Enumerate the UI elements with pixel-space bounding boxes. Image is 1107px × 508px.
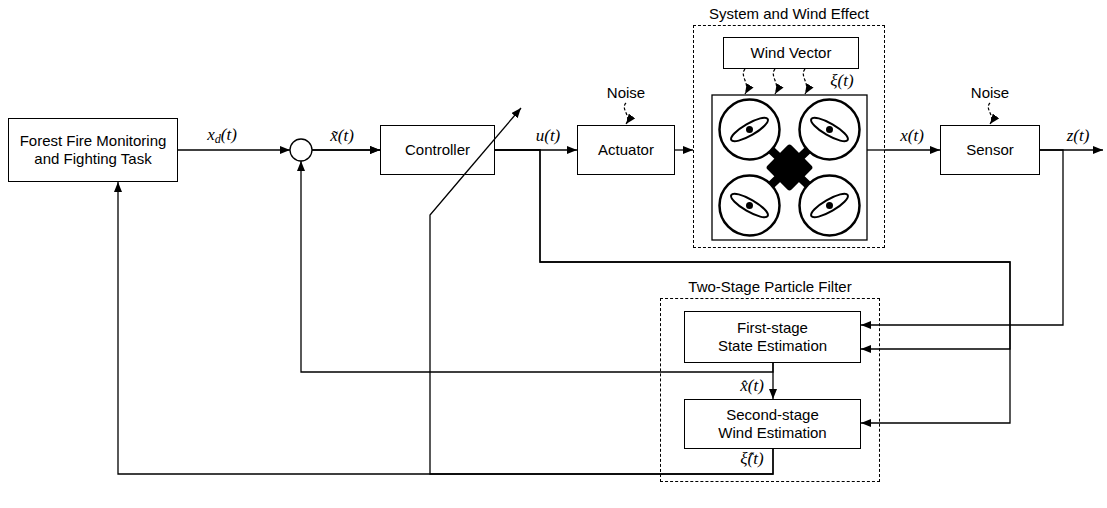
rotor-ring xyxy=(720,100,780,160)
signal-connector xyxy=(861,150,1063,325)
propeller xyxy=(728,114,770,145)
text-line: Wind Estimation xyxy=(718,424,826,442)
box-text: Second-stage Wind Estimation xyxy=(718,406,826,442)
text-part: d xyxy=(215,132,221,146)
rotor-ring xyxy=(800,100,860,160)
signal-label: x(t) xyxy=(900,126,924,146)
text-line: State Estimation xyxy=(718,337,827,355)
box-text: Actuator xyxy=(598,141,654,159)
wind-arrow xyxy=(803,69,806,94)
rotor xyxy=(800,100,860,160)
dashed-group-box: System and Wind EffectWind Vector xyxy=(693,25,885,248)
rotor-ring xyxy=(800,176,860,236)
text-line: First-stage xyxy=(718,319,827,337)
drone-frame xyxy=(712,95,867,240)
box-text: Wind Vector xyxy=(751,44,832,62)
noise-label: Noise xyxy=(607,84,645,101)
signal-label: ξ(t) xyxy=(830,71,853,91)
block-box: Sensor xyxy=(940,125,1040,175)
signal-connector xyxy=(885,149,940,150)
wind-arrow xyxy=(773,69,776,94)
signal-label: ξ̂(t) xyxy=(740,449,763,469)
drone-body xyxy=(765,143,813,191)
rotor-hub xyxy=(826,202,833,209)
propeller xyxy=(728,190,770,221)
block-box: Controller xyxy=(380,125,495,175)
dashed-group-box: Two-Stage Particle FilterFirst-stage Sta… xyxy=(660,298,880,482)
rotor xyxy=(720,176,780,236)
block-box: Wind Vector xyxy=(723,37,859,69)
box-text: First-stage State Estimation xyxy=(718,319,827,355)
text-part: x xyxy=(207,125,215,144)
box-text: Forest Fire Monitoring and Fighting Task xyxy=(20,132,167,168)
signal-label: x̃(t) xyxy=(330,126,354,146)
arrowhead xyxy=(297,161,305,171)
box-text: Sensor xyxy=(966,141,1014,159)
propeller xyxy=(808,190,850,221)
noise-arrow xyxy=(988,103,991,124)
signal-connector xyxy=(772,363,773,399)
signal-connector xyxy=(301,150,773,372)
signal-connector xyxy=(675,149,693,150)
rotor-hub xyxy=(746,126,753,133)
block-box: Actuator xyxy=(577,125,675,175)
arrowhead xyxy=(280,146,290,154)
block-box: First-stage State Estimation xyxy=(684,311,861,363)
group-heading: System and Wind Effect xyxy=(634,5,944,23)
signal-connector xyxy=(495,150,1010,423)
box-text: Controller xyxy=(405,141,470,159)
signal-connector xyxy=(495,150,1010,349)
rotor xyxy=(800,176,860,236)
connectors xyxy=(118,150,1063,474)
propeller xyxy=(808,114,850,145)
block-box: Forest Fire Monitoring and Fighting Task xyxy=(8,118,178,182)
rotor-hub xyxy=(826,126,833,133)
signal-label: u(t) xyxy=(536,126,561,146)
wind-arrow xyxy=(743,69,746,94)
block-box: Second-stage Wind Estimation xyxy=(684,399,861,449)
noise-arrow xyxy=(624,103,627,124)
signal-label: x̂(t) xyxy=(740,376,764,396)
summing-junction xyxy=(290,139,312,161)
text-part: (t) xyxy=(221,125,237,144)
wire xyxy=(867,149,885,150)
rotor xyxy=(720,100,780,160)
text-line: Second-stage xyxy=(718,406,826,424)
noise-label: Noise xyxy=(971,84,1009,101)
signal-label: xd(t) xyxy=(207,125,237,148)
text-line: and Fighting Task xyxy=(20,150,167,168)
rotor-hub xyxy=(746,202,753,209)
text-line: Forest Fire Monitoring xyxy=(20,132,167,150)
rotor-ring xyxy=(720,176,780,236)
group-heading: Two-Stage Particle Filter xyxy=(601,278,939,296)
signal-label: z(t) xyxy=(1067,126,1090,146)
quadcopter-drone xyxy=(712,95,867,240)
signal-connector xyxy=(118,182,773,474)
adaptive-arrow xyxy=(464,108,521,175)
